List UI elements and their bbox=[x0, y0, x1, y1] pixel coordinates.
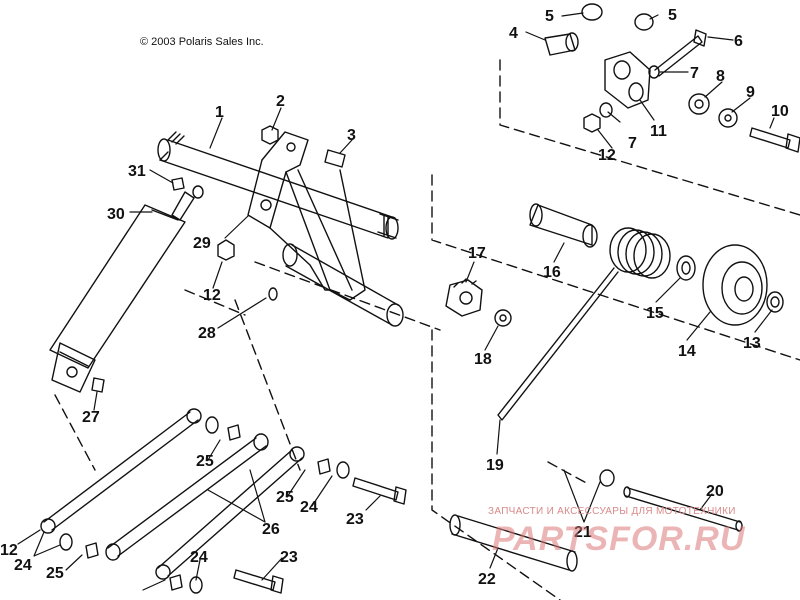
part-18-washer bbox=[494, 309, 512, 327]
copyright-notice: © 2003 Polaris Sales Inc. bbox=[140, 36, 264, 48]
part-17-adjuster-cam bbox=[445, 278, 483, 317]
part-2-nut bbox=[261, 125, 279, 145]
part-20-shaft bbox=[623, 486, 743, 532]
part-14-idler-wheel bbox=[702, 244, 768, 326]
part-12-nut-left bbox=[217, 239, 235, 261]
callout-12-upper: 12 bbox=[598, 147, 616, 164]
part-12-nut-upper bbox=[583, 113, 601, 133]
callout-5b: 5 bbox=[668, 7, 677, 24]
part-10-bolt bbox=[749, 127, 800, 153]
part-22-shaft bbox=[449, 514, 578, 572]
callout-31: 31 bbox=[128, 163, 146, 180]
callout-12-mid: 12 bbox=[203, 287, 221, 304]
callout-24c: 24 bbox=[190, 549, 208, 566]
callout-25c: 25 bbox=[46, 565, 64, 582]
part-19-torsion-spring bbox=[497, 227, 671, 421]
callout-23b: 23 bbox=[280, 549, 298, 566]
callout-17: 17 bbox=[468, 245, 486, 262]
part-29-pivot-arm bbox=[247, 131, 366, 301]
part-13-washer bbox=[766, 291, 784, 313]
part-30-shock-absorber bbox=[49, 191, 195, 393]
callout-7a: 7 bbox=[690, 65, 699, 82]
part-11-axle-mount bbox=[604, 51, 651, 109]
callout-5a: 5 bbox=[545, 8, 554, 25]
callout-27: 27 bbox=[82, 409, 100, 426]
callout-18: 18 bbox=[474, 351, 492, 368]
callout-29: 29 bbox=[193, 235, 211, 252]
callout-24a: 24 bbox=[300, 499, 318, 516]
callout-12-lower: 12 bbox=[0, 542, 18, 559]
callout-22: 22 bbox=[478, 571, 496, 588]
callout-25b: 25 bbox=[276, 489, 294, 506]
part-7-washers bbox=[599, 65, 660, 118]
part-5-bushing bbox=[581, 3, 654, 31]
callout-labels: 1 2 3 4 5 5 6 7 7 8 9 10 11 12 12 12 13 … bbox=[0, 7, 789, 588]
watermark-caption: ЗАПЧАСТИ И АКСЕССУАРЫ ДЛЯ МОТОТЕХНИКИ bbox=[488, 506, 736, 517]
part-23-bolts bbox=[233, 477, 407, 594]
callout-14: 14 bbox=[678, 343, 696, 360]
callout-19: 19 bbox=[486, 457, 504, 474]
part-25-spacers bbox=[85, 424, 331, 591]
callout-9: 9 bbox=[746, 84, 755, 101]
callout-1: 1 bbox=[215, 104, 224, 121]
part-31-bushing bbox=[171, 177, 204, 199]
callout-15: 15 bbox=[646, 305, 664, 322]
lower-pivot-tube bbox=[282, 243, 404, 327]
callout-11: 11 bbox=[650, 123, 667, 140]
callout-24b: 24 bbox=[14, 557, 32, 574]
callout-28: 28 bbox=[198, 325, 216, 342]
assembly-boundary-lines bbox=[54, 59, 800, 600]
callout-3: 3 bbox=[347, 127, 356, 144]
callout-8: 8 bbox=[716, 68, 725, 85]
callout-7b: 7 bbox=[628, 135, 637, 152]
callout-10: 10 bbox=[771, 103, 789, 120]
callout-16: 16 bbox=[543, 264, 561, 281]
part-15-washer bbox=[676, 255, 696, 281]
callout-6: 6 bbox=[734, 33, 743, 50]
callout-4: 4 bbox=[509, 25, 518, 42]
part-8-washer bbox=[688, 93, 710, 115]
callout-21: 21 bbox=[574, 524, 592, 541]
callout-23a: 23 bbox=[346, 511, 364, 528]
callout-13: 13 bbox=[743, 335, 761, 352]
callout-2: 2 bbox=[276, 93, 285, 110]
callout-30: 30 bbox=[107, 206, 125, 223]
part-16-sleeve bbox=[529, 203, 598, 248]
part-28-clip bbox=[268, 287, 278, 301]
part-4-bushing bbox=[544, 32, 579, 56]
callout-25a: 25 bbox=[196, 453, 214, 470]
part-26-link-rods bbox=[40, 408, 305, 580]
part-24-washers bbox=[59, 416, 615, 594]
watermark-logo: PARTSFOR.RU bbox=[492, 520, 746, 558]
callout-26: 26 bbox=[262, 521, 280, 538]
part-1-cross-shaft bbox=[157, 131, 399, 240]
part-27-pin bbox=[91, 377, 105, 393]
part-6-bolt bbox=[654, 29, 707, 77]
callout-leader-lines bbox=[17, 12, 775, 591]
part-9-washer bbox=[718, 108, 738, 128]
part-3-pin bbox=[324, 149, 346, 168]
callout-20: 20 bbox=[706, 483, 724, 500]
